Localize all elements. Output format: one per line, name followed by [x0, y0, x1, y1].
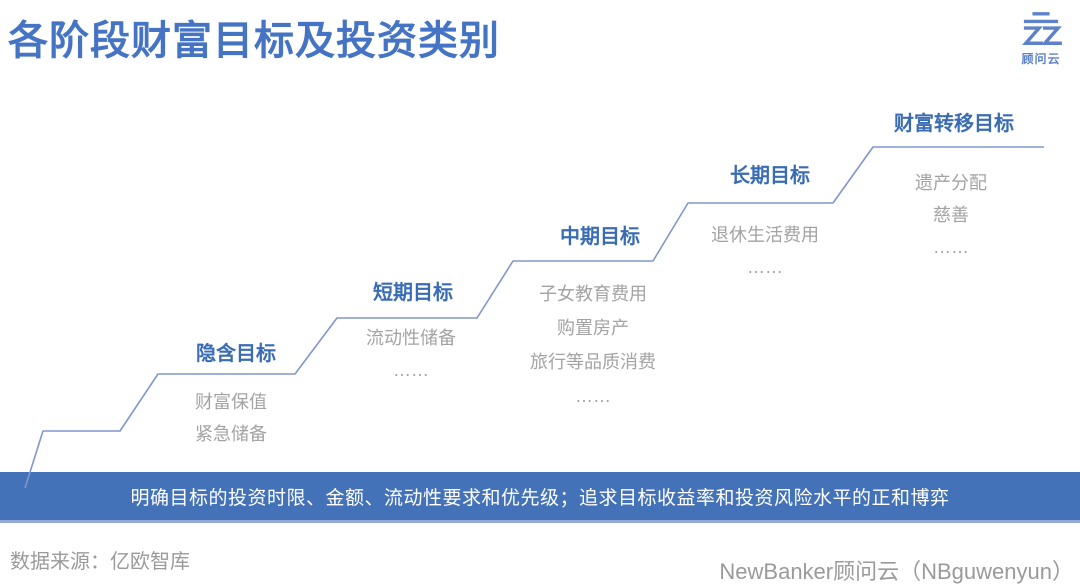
stage-item: 退休生活费用 — [711, 225, 819, 245]
stage-item: 财富保值 — [195, 392, 267, 412]
stage-label-long-term-goal: 长期目标 — [730, 165, 810, 187]
stage-item: …… — [933, 237, 969, 257]
stage-items-implicit-goal: 财富保值 紧急储备 — [195, 386, 267, 450]
page-title: 各阶段财富目标及投资类别 — [8, 19, 500, 63]
stage-item: …… — [575, 386, 611, 406]
guwenyun-logo: 顾问云 — [1014, 10, 1068, 67]
brand-watermark: NewBanker顾问云（NBguwenyun） — [719, 559, 1074, 584]
stage-item: 慈善 — [933, 205, 969, 225]
data-source-label: 数据来源：亿欧智库 — [10, 551, 190, 573]
stage-items-wealth-transfer-goal: 遗产分配 慈善 …… — [915, 167, 987, 263]
stage-item: 子女教育费用 — [539, 284, 647, 304]
stage-items-mid-term-goal: 子女教育费用 购置房产 旅行等品质消费 …… — [530, 277, 656, 413]
stage-item: 流动性储备 — [366, 328, 456, 348]
summary-banner: 明确目标的投资时限、金额、流动性要求和优先级；追求目标收益率和投资风险水平的正和… — [0, 472, 1080, 523]
stage-items-long-term-goal: 退休生活费用 …… — [711, 219, 819, 283]
stage-label-wealth-transfer-goal: 财富转移目标 — [894, 113, 1014, 135]
stage-item: 购置房产 — [557, 318, 629, 338]
summary-banner-text: 明确目标的投资时限、金额、流动性要求和优先级；追求目标收益率和投资风险水平的正和… — [130, 487, 950, 509]
stage-label-short-term-goal: 短期目标 — [373, 282, 453, 304]
stage-items-short-term-goal: 流动性储备 …… — [366, 322, 456, 386]
stage-item: …… — [747, 257, 783, 277]
stage-item: 遗产分配 — [915, 173, 987, 193]
guwenyun-cloud-icon — [1022, 12, 1062, 45]
stage-item: 紧急储备 — [195, 424, 267, 444]
guwenyun-logo-label: 顾问云 — [1021, 52, 1061, 66]
stage-item: 旅行等品质消费 — [530, 352, 656, 372]
stage-label-implicit-goal: 隐含目标 — [196, 343, 276, 365]
stage-label-mid-term-goal: 中期目标 — [560, 226, 640, 248]
stage-item: …… — [393, 360, 429, 380]
